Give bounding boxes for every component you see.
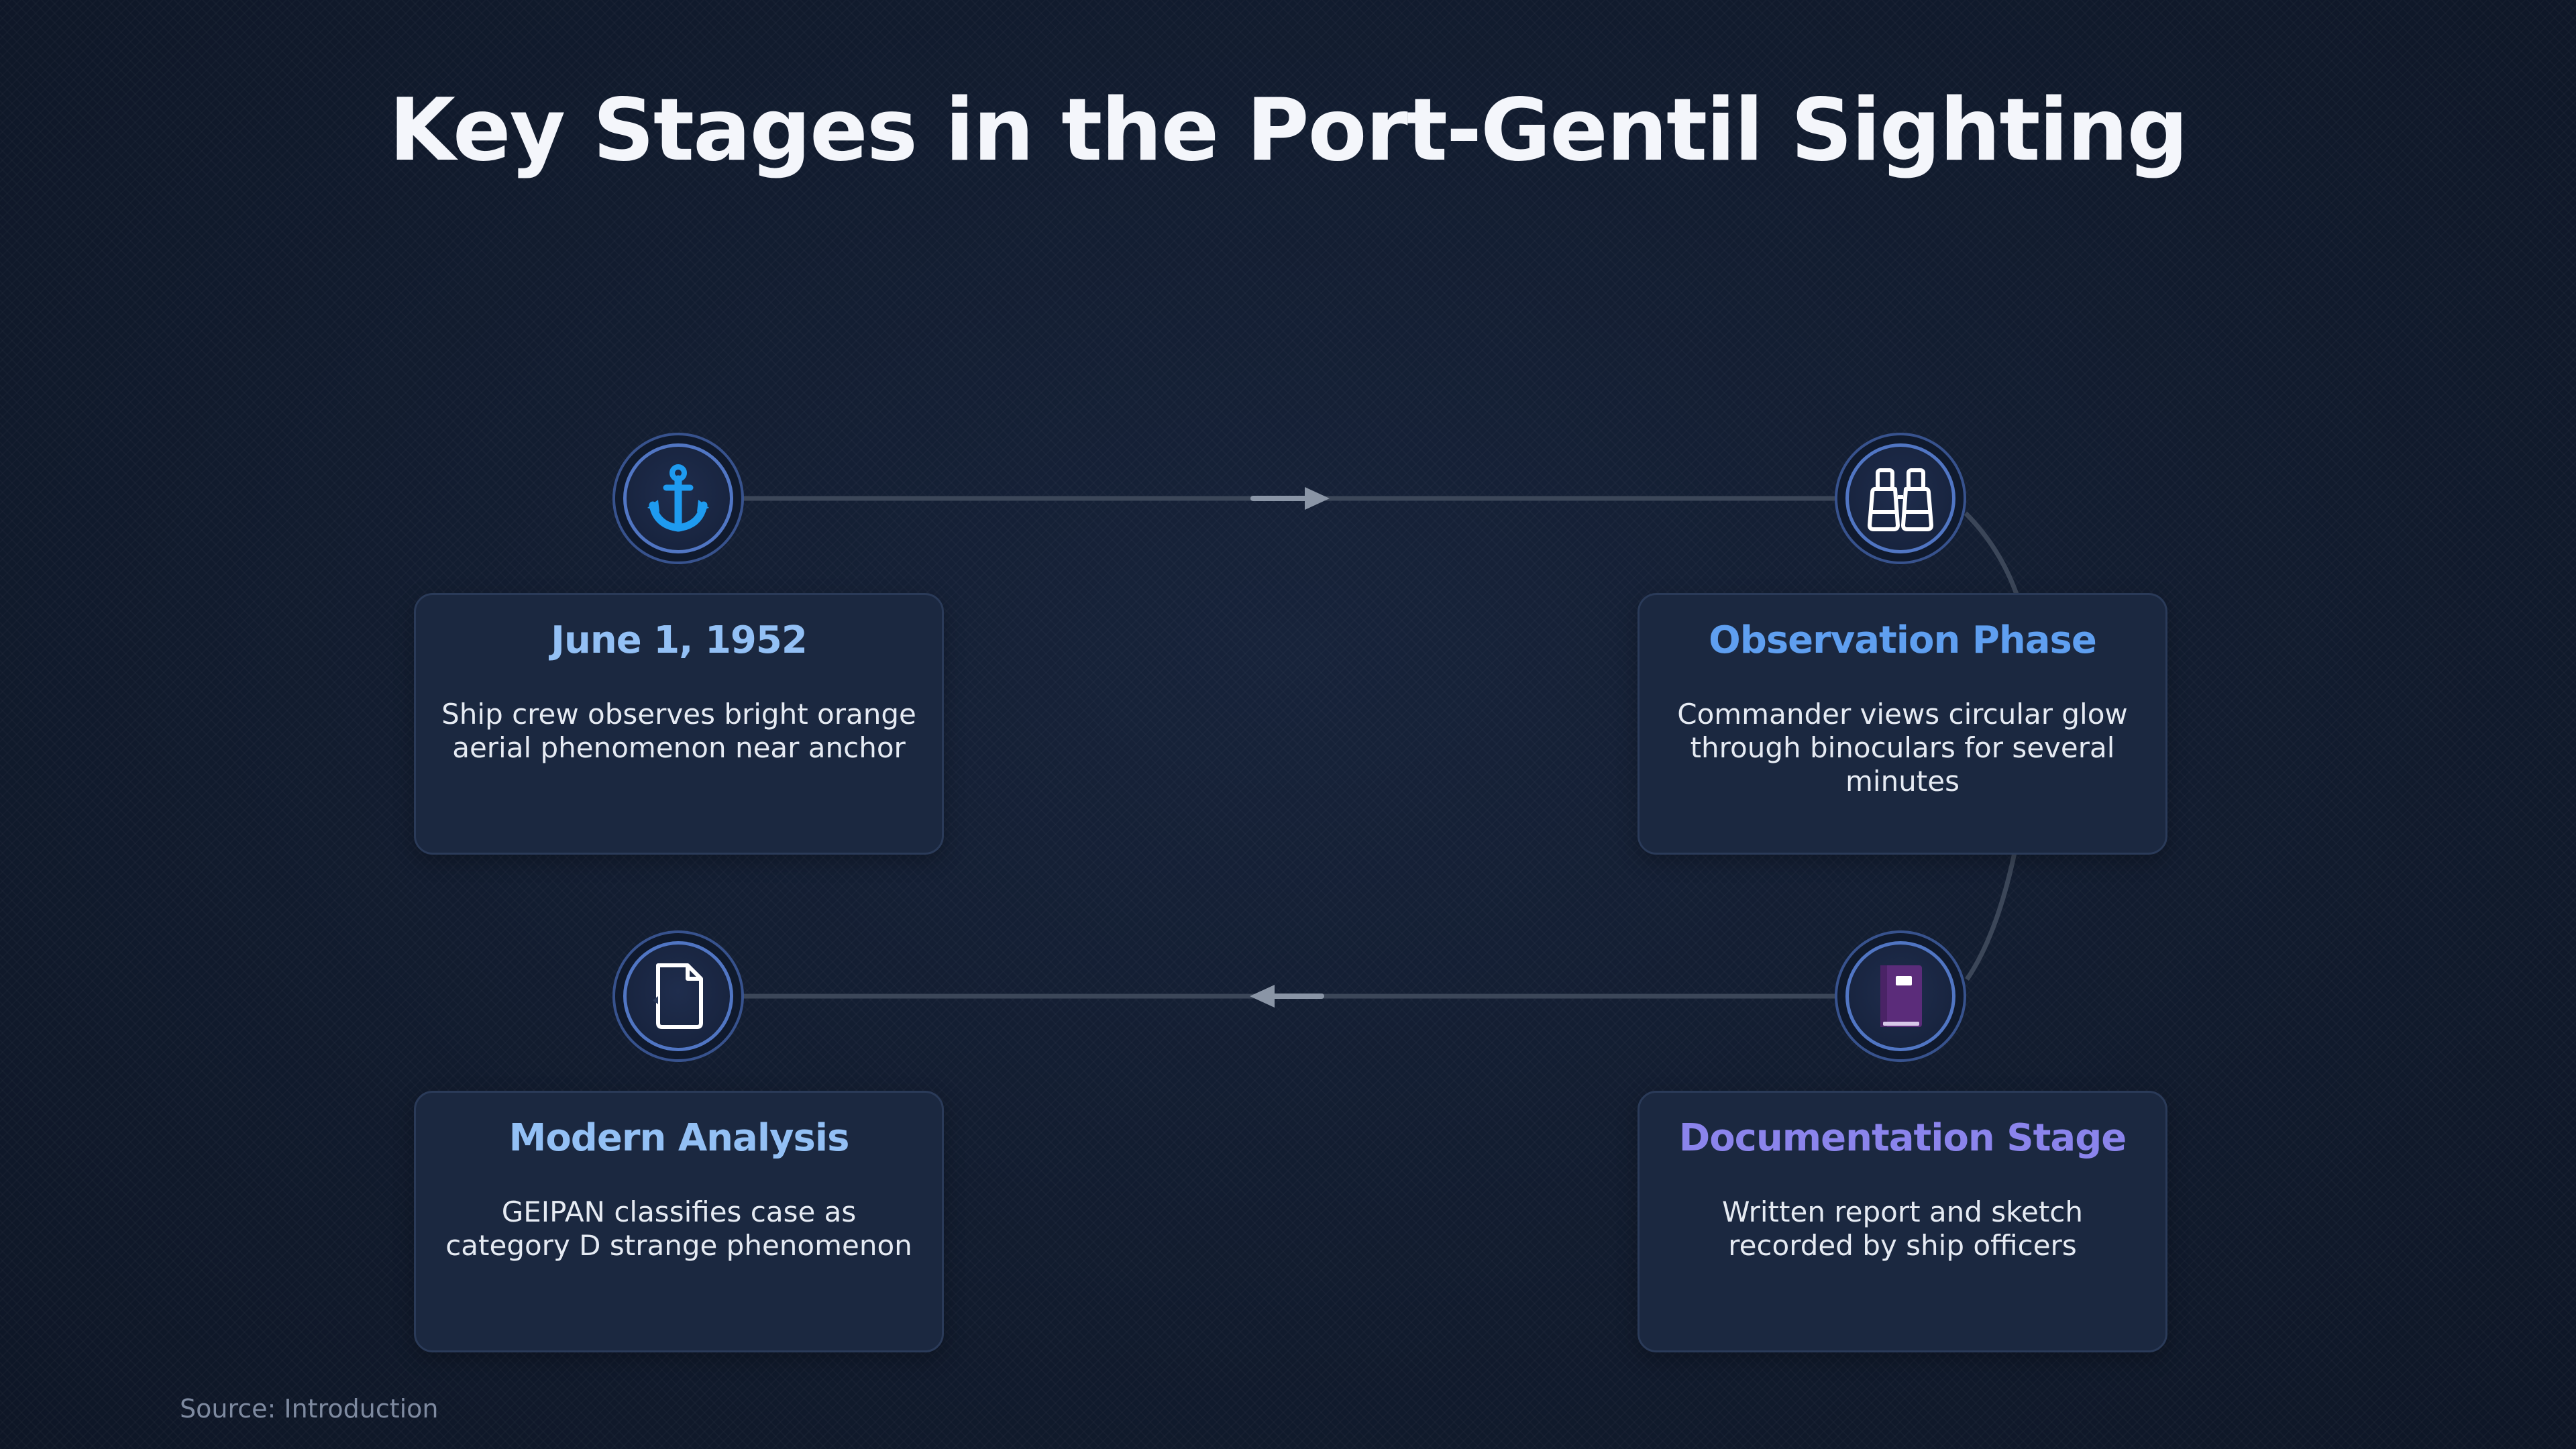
stage-description: Commander views circular glow through bi… <box>1677 698 2128 798</box>
arrow-right-icon <box>1305 487 1330 510</box>
stage-description: Ship crew observes bright orange aerial … <box>441 698 916 765</box>
connector-top <box>743 487 1835 510</box>
stage-node-4 <box>612 930 744 1062</box>
stage-card-3: Documentation Stage Written report and s… <box>1638 1091 2167 1352</box>
document-icon <box>653 963 703 1029</box>
stage-node-2 <box>1835 433 1966 564</box>
stage-description: Written report and sketch recorded by sh… <box>1721 1195 2084 1263</box>
stage-description: GEIPAN classifies case as category D str… <box>445 1195 912 1263</box>
stage-card-2: Observation Phase Commander views circul… <box>1638 593 2167 855</box>
connector-bottom <box>743 985 1835 1008</box>
binoculars-icon <box>1868 468 1933 531</box>
stage-card-4: Modern Analysis GEIPAN classifies case a… <box>414 1091 944 1352</box>
stage-card-1: June 1, 1952 Ship crew observes bright o… <box>414 593 944 855</box>
stage-title: Modern Analysis <box>508 1116 850 1160</box>
stage-title: Observation Phase <box>1709 619 2097 662</box>
anchor-icon <box>647 464 709 532</box>
stage-node-3 <box>1835 930 1966 1062</box>
diagram-title: Key Stages in the Port-Gentil Sighting <box>388 80 2188 180</box>
book-icon <box>1880 965 1922 1027</box>
stage-title: June 1, 1952 <box>551 619 808 662</box>
arrow-left-icon <box>1250 985 1275 1008</box>
stage-title: Documentation Stage <box>1678 1116 2127 1160</box>
stage-node-1 <box>612 433 744 564</box>
source-note: Source: Introduction <box>180 1394 439 1424</box>
